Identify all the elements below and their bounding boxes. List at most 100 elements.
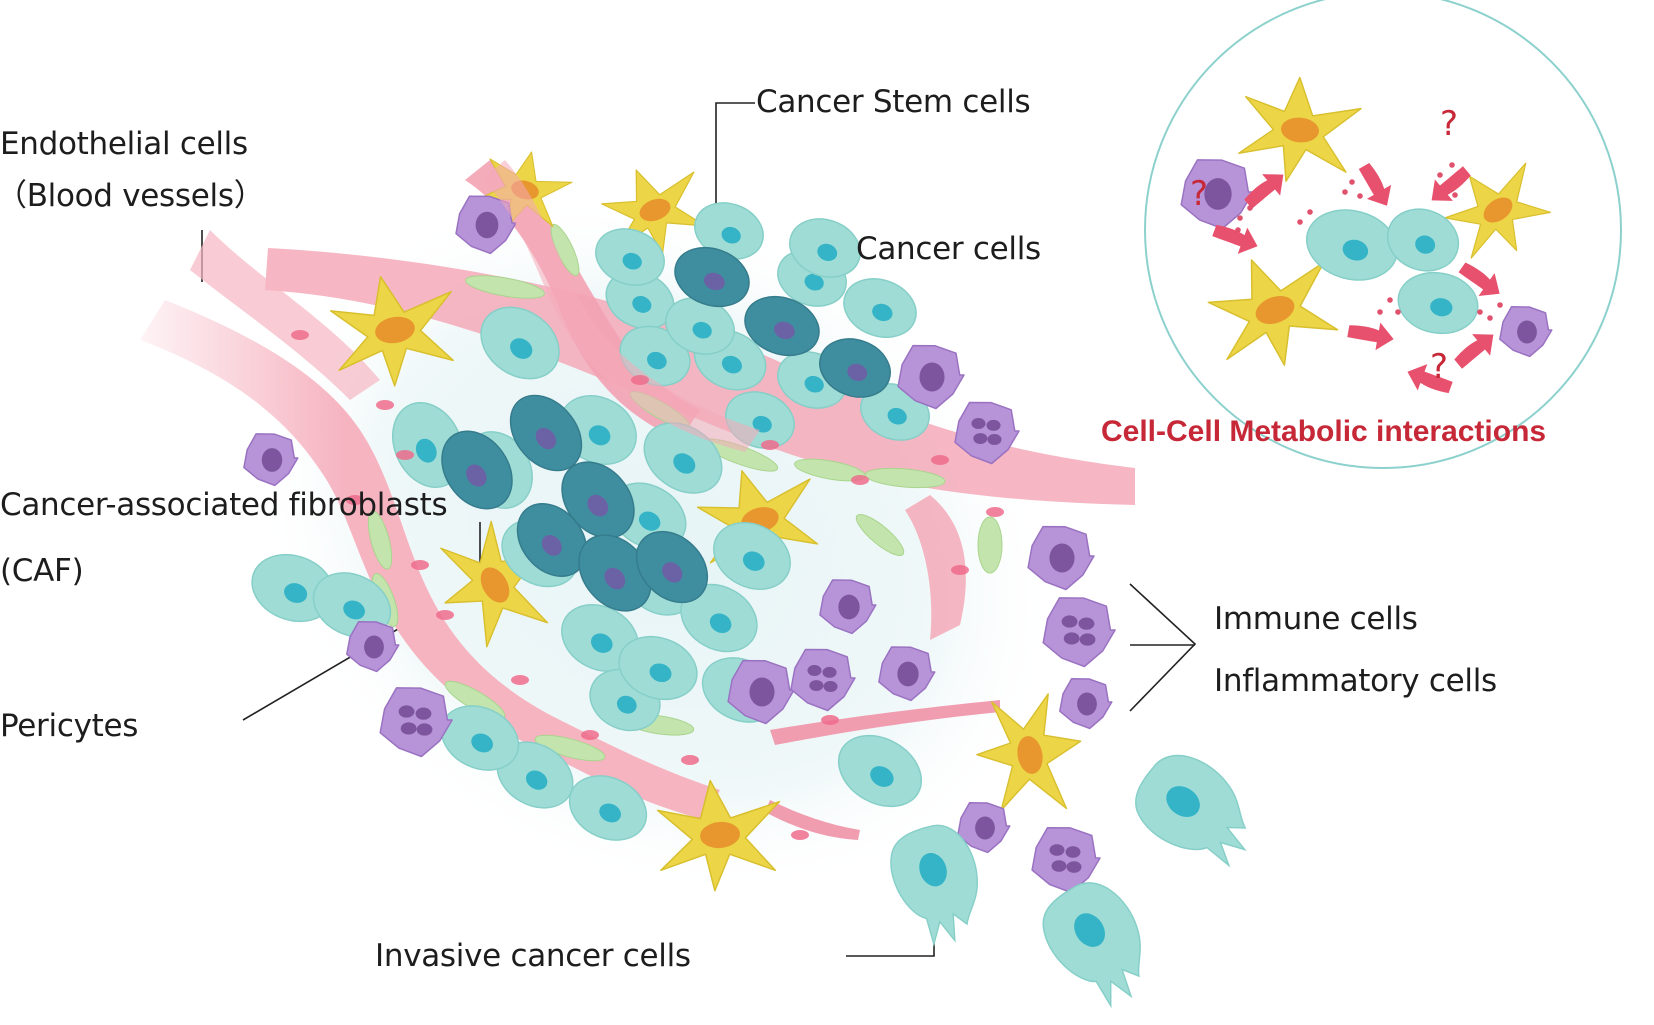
cell-nucleus [774,321,795,340]
inflammatory-cell [790,648,856,712]
cell-nucleus [1415,235,1436,254]
cell-nucleus [599,803,621,823]
cancer-cell [694,202,764,260]
nucleus-lobe [1061,615,1078,628]
arrow-shape [1454,334,1494,369]
cell-nucleus [639,198,671,222]
cell-nucleus [1342,239,1369,261]
arrow-shape [1347,322,1394,351]
immune-cell [1499,306,1553,358]
cell-nucleus [364,635,384,659]
cell-nucleus [1074,913,1105,947]
cell-nucleus [375,316,415,344]
cancer-stem-cell [819,338,891,398]
cell-nucleus [817,243,838,262]
endothelial-nucleus [951,565,969,575]
cell-nucleus [919,362,945,392]
label-invasive: Invasive cancer cells [375,938,691,974]
metabolite-dot [1297,219,1303,225]
cell-nucleus [692,321,712,339]
cell-nucleus [1204,178,1232,210]
label-pericytes: Pericytes [0,708,139,744]
metabolite-dot [1349,179,1355,185]
endothelial-nucleus [821,715,839,725]
cell-nucleus [604,567,626,590]
metabolite-dot [1377,309,1383,315]
vessel-upper [265,248,1135,505]
inset-title: Cell-Cell Metabolic interactions [1101,415,1547,448]
endothelial-nucleus [346,495,364,505]
cell-nucleus [1430,298,1453,317]
metabolite-dot [1307,209,1313,215]
question-mark: ? [1440,104,1458,144]
cell-nucleus [622,252,642,270]
cancer-cell [595,228,665,286]
nucleus-lobe [807,665,822,676]
cancer-cell [837,734,923,808]
cell-nucleus [673,453,696,474]
cancer-cell [605,270,675,330]
arrow-shape [1458,262,1500,297]
invasive-cancer-cell [1042,882,1141,1009]
vessel-left-upper [190,230,380,400]
cell-nucleus [870,766,894,787]
nucleus-lobe [971,418,986,429]
metabolic-arrow [1407,364,1453,394]
invasive-cancer-cell [1135,754,1247,868]
metabolite-dot [1437,172,1443,178]
cell-body [1042,597,1116,668]
metabolite-dot [1449,162,1455,168]
metabolite-dot [1452,192,1458,198]
vessel-front-diagonal [482,160,760,452]
nucleus-lobe [822,666,837,678]
immune-cell [243,433,299,487]
cell-nucleus [721,355,742,374]
cell-nucleus [804,375,824,393]
label-blood-vessels: （Blood vessels） [0,178,265,214]
cell-nucleus [590,633,613,653]
vessel-small-lower [765,800,860,840]
cell-nucleus [480,567,510,603]
invasive-cancer-cell [890,824,978,947]
cell-nucleus [897,661,919,687]
metabolite-dot [1237,215,1243,221]
nucleus-lobe [1049,844,1065,856]
question-mark: ? [1190,174,1208,214]
cell-nucleus [1077,692,1097,716]
cell-nucleus [887,407,907,425]
cell-nucleus [700,821,740,849]
cancer-cell [568,775,648,841]
metabolic-arrow [1212,224,1258,254]
metabolite-dot [1247,205,1253,211]
label-caf-abbrev: (CAF) [0,553,84,589]
arrow-shape [1407,364,1453,394]
cell-nucleus [1166,786,1200,817]
metabolite-dot [1357,193,1363,199]
inflammatory-cell [1031,826,1101,894]
immune-cell [1027,525,1095,591]
cancer-cell [665,297,735,355]
nucleus-lobe [1078,617,1095,630]
cell-body [954,401,1020,465]
metabolic-arrow [1454,334,1494,369]
cell-nucleus [919,852,947,887]
cell-nucleus [749,677,775,707]
label-immune: Immune cells [1214,601,1418,637]
endothelial-nucleus [791,830,809,840]
cancer-cell [713,522,791,590]
immune-cell [897,344,965,410]
cancer-stem-cell [561,461,635,539]
cancer-cell [440,705,520,771]
immune-cell [1059,678,1113,730]
endothelial-nucleus [761,440,779,450]
endothelial-nucleus [291,330,309,340]
endothelial-nucleus [376,400,394,410]
nucleus-lobe [809,680,824,691]
cell-nucleus [261,448,283,472]
cancer-cell [843,278,917,338]
inflammatory-cell [1042,597,1116,668]
cell-nucleus [662,562,683,583]
endothelial-nucleus [411,560,429,570]
cell-nucleus [1483,197,1513,223]
